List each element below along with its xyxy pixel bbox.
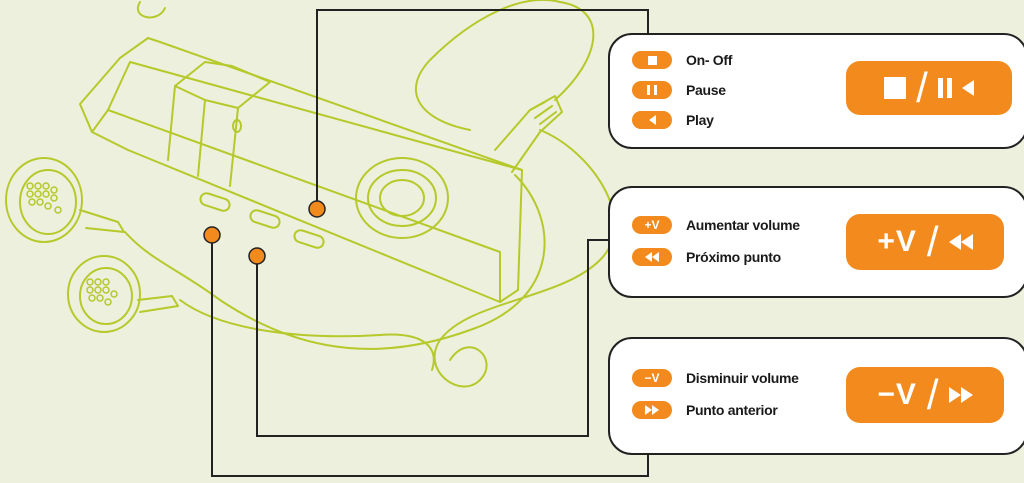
legend-row-pause: Pause <box>632 81 726 99</box>
marker-dot-1 <box>308 200 326 218</box>
volume-up-pill: +V <box>632 216 672 234</box>
fast-forward-icon <box>632 401 672 419</box>
rewind-icon <box>632 248 672 266</box>
legend-label: Punto anterior <box>686 402 778 418</box>
slash: / <box>916 64 928 111</box>
connector-line-2 <box>256 239 612 437</box>
panel-volume-down: −V Disminuir volume Punto anterior −V / <box>608 337 1024 455</box>
legend-label: Disminuir volume <box>686 370 799 386</box>
legend-label: Pause <box>686 82 726 98</box>
volume-down-button[interactable]: −V / <box>846 367 1004 423</box>
legend-label: On- Off <box>686 52 733 68</box>
legend-row-volume-up: +V Aumentar volume <box>632 216 800 234</box>
cable <box>414 0 595 131</box>
player-dial <box>355 157 449 239</box>
legend-row-on-off: On- Off <box>632 51 732 69</box>
legend-label: Play <box>686 112 714 128</box>
slash: / <box>926 371 939 418</box>
player-button-1 <box>199 192 231 212</box>
rewind-icon <box>961 80 974 96</box>
pause-icon <box>937 78 952 98</box>
legend-row-volume-down: −V Disminuir volume <box>632 369 799 387</box>
connector-line-1 <box>316 9 649 206</box>
earbud-right <box>67 255 141 333</box>
legend-label: Aumentar volume <box>686 217 800 233</box>
panel-play-controls: On- Off Pause Play / <box>608 33 1024 149</box>
rewind-icon <box>948 234 973 250</box>
stop-pause-rewind-button[interactable]: / <box>846 61 1012 115</box>
play-icon <box>632 111 672 129</box>
marker-dot-2 <box>203 226 221 244</box>
legend-row-play: Play <box>632 111 714 129</box>
slash: / <box>926 218 939 265</box>
pause-icon <box>632 81 672 99</box>
legend-row-next-point: Próximo punto <box>632 248 781 266</box>
player-body <box>79 37 523 303</box>
stop-icon <box>884 77 907 99</box>
volume-down-pill: −V <box>632 369 672 387</box>
fast-forward-icon <box>948 387 973 403</box>
stop-icon <box>632 51 672 69</box>
volume-down-text: −V <box>877 378 917 411</box>
player-button-3 <box>293 229 325 249</box>
marker-dot-3 <box>248 247 266 265</box>
audio-jack <box>494 95 563 173</box>
legend-label: Próximo punto <box>686 249 781 265</box>
player-button-2 <box>249 209 281 229</box>
legend-row-previous-point: Punto anterior <box>632 401 778 419</box>
earbud-left <box>5 157 83 243</box>
connector-line-3 <box>211 236 649 477</box>
top-glyph <box>136 1 166 19</box>
volume-up-button[interactable]: +V / <box>846 214 1004 270</box>
volume-up-text: +V <box>877 225 917 258</box>
panel-volume-up: +V Aumentar volume Próximo punto +V / <box>608 186 1024 298</box>
player-ring <box>174 61 271 109</box>
